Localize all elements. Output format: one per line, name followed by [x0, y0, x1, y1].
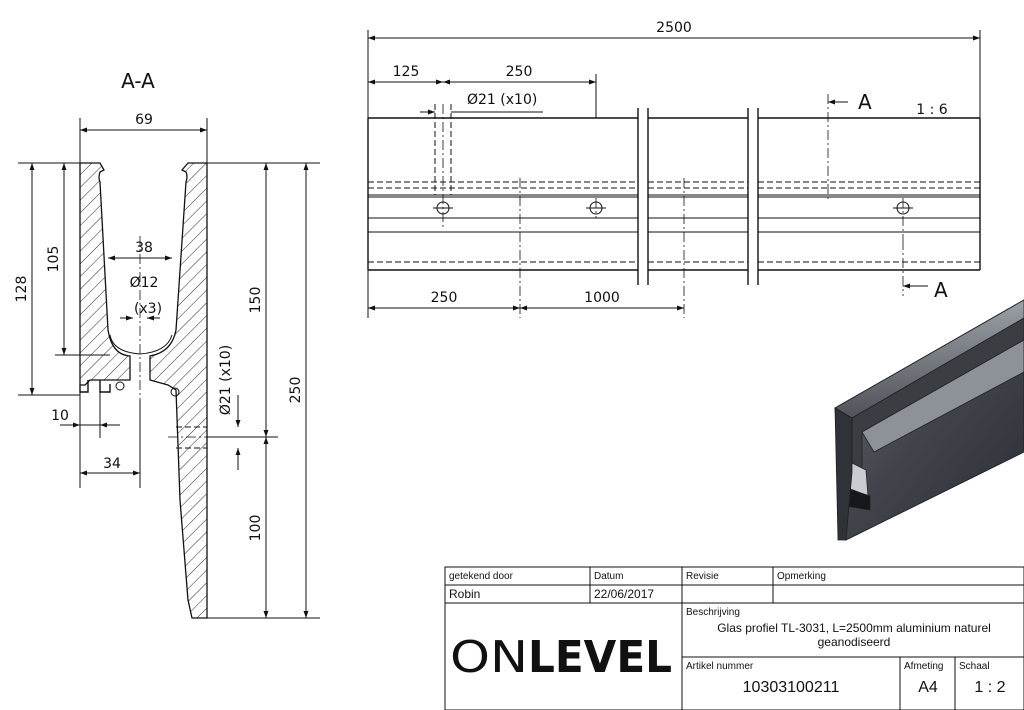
section-view: A-A 69 38 Ø12 (x [14, 69, 320, 619]
format-label: Afmeting [904, 661, 943, 672]
dim-height-100: 100 [248, 515, 264, 542]
dim-hole-21: Ø21 (x10) [218, 345, 234, 415]
description-line1: Glas profiel TL-3031, L=2500mm aluminium… [717, 621, 991, 635]
dim-height-105: 105 [46, 246, 62, 273]
dim-pitch-top: 250 [506, 64, 533, 80]
profile-3d-view [834, 299, 1024, 541]
date-value: 22/06/2017 [594, 587, 654, 601]
scale-label: Schaal [959, 661, 990, 672]
dim-elev-holes: Ø21 (x10) [467, 92, 537, 108]
profile-left-wall [79, 162, 131, 386]
dim-flange-10: 10 [51, 408, 69, 424]
dim-bottom-first: 250 [431, 290, 458, 306]
dim-bolt-hole: Ø12 [130, 275, 159, 291]
logo-text-level: LEVEL [528, 632, 672, 683]
dim-bottom-pitch: 1000 [584, 290, 620, 306]
title-block: getekend door Robin Datum 22/06/2017 Rev… [444, 566, 1024, 710]
dim-flange-34: 34 [103, 456, 121, 472]
dim-height-128: 128 [14, 276, 30, 303]
remark-label: Opmerking [777, 571, 826, 582]
drawn-by-value: Robin [449, 587, 480, 601]
dim-channel-38: 38 [135, 240, 153, 256]
dim-height-150: 150 [248, 287, 264, 314]
dim-bolt-hole-count: (x3) [134, 301, 162, 317]
drawn-by-label: getekend door [449, 571, 514, 582]
profile-elevation [367, 108, 981, 285]
description-line2: geanodiseerd [818, 635, 891, 649]
article-value: 10303100211 [743, 679, 840, 696]
dim-overall-2500: 2500 [656, 20, 692, 36]
format-value: A4 [918, 679, 938, 696]
section-label: A-A [121, 69, 155, 93]
article-label: Artikel nummer [686, 661, 754, 672]
logo-text-on: ON [450, 632, 528, 683]
elevation-scale: 1 : 6 [916, 102, 948, 118]
description-label: Beschrijving [686, 607, 740, 618]
date-label: Datum [594, 571, 623, 582]
scale-value: 1 : 2 [974, 679, 1005, 696]
revision-label: Revisie [686, 571, 719, 582]
section-marker-bottom: A [934, 278, 948, 302]
dim-first-offset: 125 [393, 64, 420, 80]
onlevel-logo: ON LEVEL [450, 632, 672, 683]
elevation-holes [433, 104, 913, 318]
dim-height-250: 250 [288, 377, 304, 404]
dim-width-69: 69 [135, 112, 153, 128]
section-marker-top: A [858, 90, 872, 114]
elevation-view: A A 1 : 6 2500 125 250 Ø21 (x10) 250 100… [367, 20, 981, 318]
